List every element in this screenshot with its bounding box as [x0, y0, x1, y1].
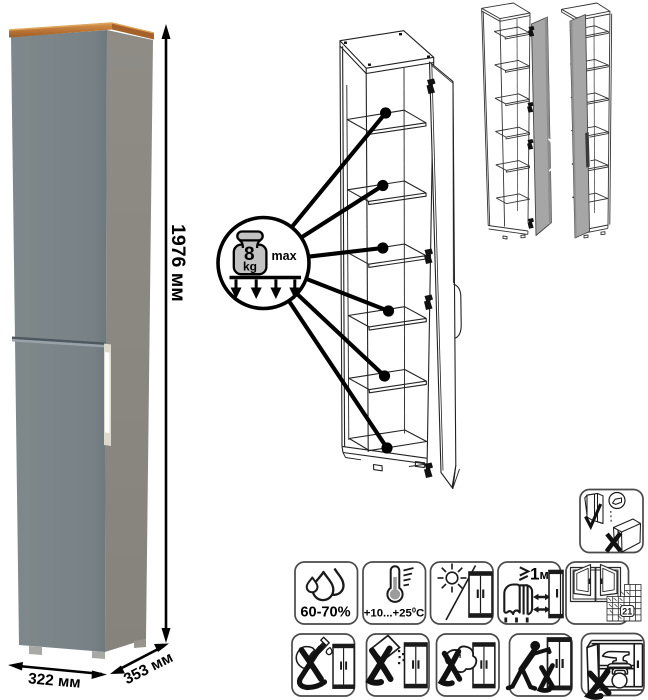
svg-text:8: 8 — [244, 244, 255, 265]
svg-text:322 мм: 322 мм — [27, 670, 81, 692]
svg-text:max: max — [272, 249, 297, 263]
svg-text:21: 21 — [622, 606, 632, 616]
svg-text:+10...+250С: +10...+250С — [364, 606, 425, 620]
svg-text:1м: 1м — [530, 565, 549, 584]
svg-text:kg: kg — [243, 260, 257, 274]
svg-text:60-70%: 60-70% — [300, 605, 350, 621]
svg-text:1976 мм: 1976 мм — [167, 224, 189, 302]
